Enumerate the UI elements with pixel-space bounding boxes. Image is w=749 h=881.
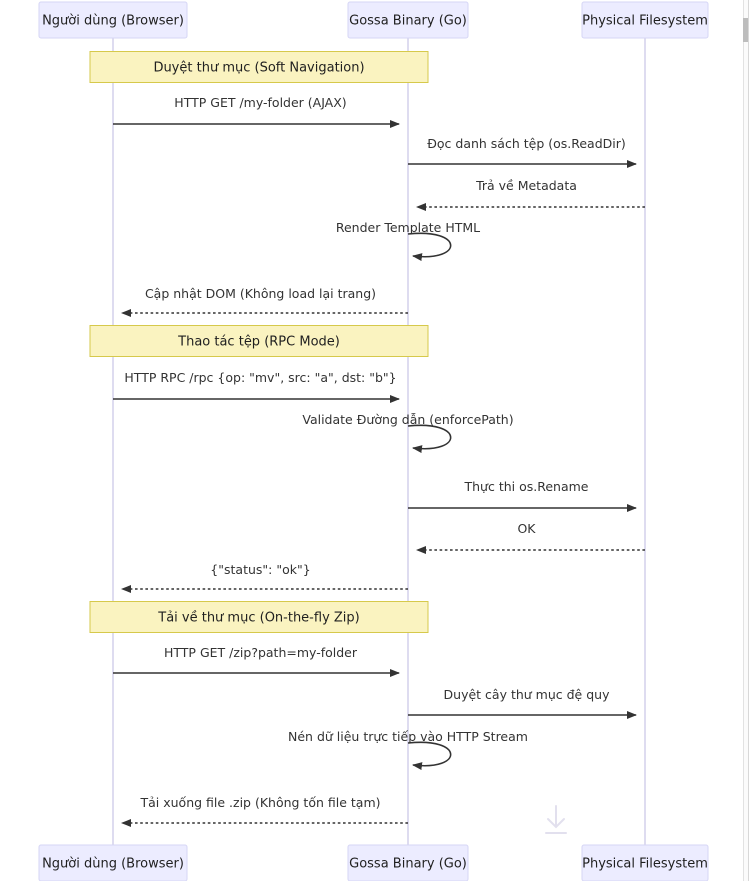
message-label-msg-12: Duyệt cây thư mục đệ quy [444, 687, 611, 702]
message-label-msg-5: Cập nhật DOM (Không load lại trang) [145, 286, 376, 301]
participant-label-gossa-bottom: Gossa Binary (Go) [349, 857, 467, 872]
note-zip-label: Tải về thư mục (On-the-fly Zip) [157, 611, 359, 626]
lifelines-group [112, 38, 646, 845]
download-icon [545, 805, 567, 834]
messages-group: HTTP GET /my-folder (AJAX) Đọc danh sách … [113, 95, 645, 827]
message-msg-13: Nén dữ liệu trực tiếp vào HTTP Stream [288, 729, 528, 771]
message-label-msg-10: {"status": "ok"} [210, 562, 310, 577]
message-label-msg-3: Trả về Metadata [475, 178, 577, 193]
message-label-msg-2: Đọc danh sách tệp (os.ReadDir) [427, 136, 626, 151]
message-msg-9: OK [416, 521, 645, 554]
vertical-scrollbar[interactable] [743, 0, 748, 881]
participant-box-gossa-bottom[interactable] [347, 844, 469, 881]
message-msg-10: {"status": "ok"} [121, 562, 408, 593]
message-msg-8: Thực thi os.Rename [408, 479, 637, 512]
notes-group: Duyệt thư mục (Soft Navigation) Thao tác … [89, 51, 429, 633]
message-msg-11: HTTP GET /zip?path=my-folder [113, 645, 400, 677]
message-label-msg-4: Render Template HTML [336, 220, 480, 235]
participant-label-fs-top: Physical Filesystem [582, 14, 708, 29]
message-msg-5: Cập nhật DOM (Không load lại trang) [121, 286, 408, 317]
participant-box-fs-top[interactable] [581, 1, 709, 39]
message-label-msg-8: Thực thi os.Rename [464, 479, 589, 494]
message-msg-1: HTTP GET /my-folder (AJAX) [113, 95, 400, 128]
message-msg-7: Validate Đường dẫn (enforcePath) [302, 412, 514, 454]
message-label-msg-11: HTTP GET /zip?path=my-folder [164, 645, 358, 660]
self-loop-msg-13 [407, 741, 452, 771]
message-msg-3: Trả về Metadata [416, 178, 645, 211]
message-msg-14: Tải xuống file .zip (Không tốn file tạm) [121, 795, 408, 827]
participant-label-browser-top: Người dùng (Browser) [42, 14, 184, 29]
message-label-msg-14: Tải xuống file .zip (Không tốn file tạm) [139, 795, 380, 810]
download-watermark [545, 805, 567, 834]
note-rpc-label: Thao tác tệp (RPC Mode) [177, 335, 340, 350]
participant-box-browser-bottom[interactable] [38, 844, 188, 881]
message-msg-4: Render Template HTML [336, 220, 480, 262]
participant-box-browser-top[interactable] [38, 1, 188, 39]
message-label-msg-1: HTTP GET /my-folder (AJAX) [174, 95, 346, 110]
message-msg-2: Đọc danh sách tệp (os.ReadDir) [408, 136, 637, 168]
message-label-msg-13: Nén dữ liệu trực tiếp vào HTTP Stream [288, 729, 528, 744]
note-rpc-box [89, 325, 429, 357]
message-label-msg-6: HTTP RPC /rpc {op: "mv", src: "a", dst: … [124, 370, 396, 385]
participant-box-gossa-top[interactable] [347, 1, 469, 39]
message-msg-6: HTTP RPC /rpc {op: "mv", src: "a", dst: … [113, 370, 400, 403]
message-label-msg-7: Validate Đường dẫn (enforcePath) [302, 412, 513, 427]
scrollbar-thumb[interactable] [743, 18, 748, 42]
note-soft-nav-label: Duyệt thư mục (Soft Navigation) [153, 61, 364, 76]
participant-label-fs-bottom: Physical Filesystem [582, 857, 708, 872]
participants-bottom-group: Người dùng (Browser) Gossa Binary (Go) Phy… [38, 844, 709, 881]
note-zip-box [89, 601, 429, 633]
message-msg-12: Duyệt cây thư mục đệ quy [408, 687, 637, 719]
participants-top-group: Người dùng (Browser) Gossa Binary (Go) Phy… [38, 1, 709, 39]
participant-box-fs-bottom[interactable] [581, 844, 709, 881]
self-loop-msg-7 [407, 424, 452, 454]
participant-label-browser-bottom: Người dùng (Browser) [42, 857, 184, 872]
note-soft-nav-box [89, 51, 429, 83]
message-label-msg-9: OK [517, 521, 536, 536]
self-loop-msg-4 [407, 232, 452, 262]
participant-label-gossa-top: Gossa Binary (Go) [349, 14, 467, 29]
